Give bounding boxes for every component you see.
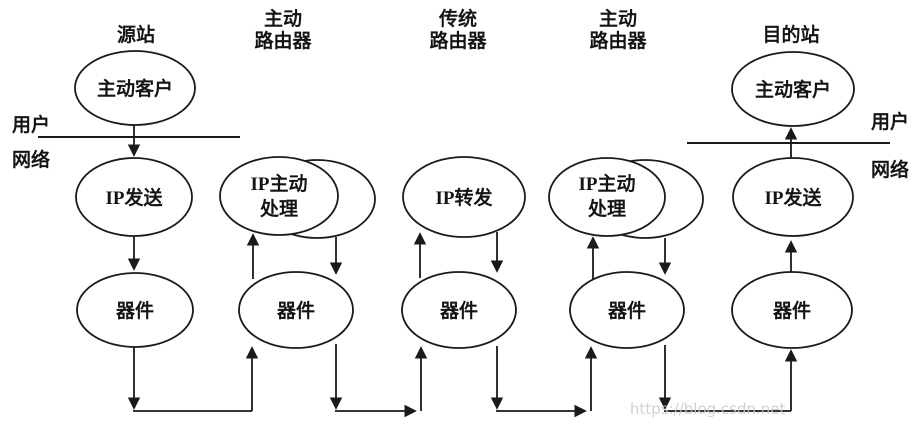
label-network-right: 网络: [871, 158, 909, 181]
node-device-source: [76, 272, 194, 348]
node-device-legacy-router-label: 器件: [439, 299, 478, 322]
node-active-client-source-label: 主动客户: [97, 77, 173, 100]
node-active-client-destination-label: 主动客户: [755, 78, 831, 101]
label-user-right: 用户: [871, 110, 909, 133]
node-ip-active-processing-1: [219, 156, 339, 236]
column-title-active-router-2-line2: 路由器: [589, 29, 647, 52]
node-ip-forwarding-label: IP转发: [435, 186, 493, 209]
column-title-destination: 目的站: [762, 23, 819, 46]
column-title-active-router-2-line1: 主动: [599, 8, 637, 30]
node-device-legacy-router: [401, 271, 517, 349]
node-device-destination: [731, 271, 853, 349]
label-network-left: 网络: [12, 148, 50, 171]
node-ip-active-processing-2-label-line2: 处理: [587, 197, 626, 220]
column-title-active-router-1-line2: 路由器: [254, 29, 312, 52]
node-device-source-label: 器件: [115, 299, 154, 322]
node-ip-active-processing-1-label-line2: 处理: [259, 197, 298, 220]
node-ip-active-processing-1-label-line1: IP主动: [250, 173, 307, 195]
node-device-active-router-1-label: 器件: [276, 299, 315, 322]
node-ip-forwarding: [402, 156, 526, 238]
node-ip-send-source-label: IP发送: [105, 186, 163, 209]
node-ip-send-destination-label: IP发送: [764, 186, 822, 209]
node-ip-send-destination: [732, 157, 854, 237]
node-device-active-router-1: [238, 271, 354, 349]
label-user-left: 用户: [12, 113, 50, 136]
node-ip-active-processing-2-label-line1: IP主动: [578, 173, 635, 195]
column-title-legacy-router-line1: 传统: [438, 7, 477, 30]
node-device-active-router-2-label: 器件: [607, 299, 646, 322]
node-active-client-destination: [731, 51, 855, 127]
node-device-active-router-2: [569, 271, 685, 349]
node-device-destination-label: 器件: [772, 299, 811, 322]
column-title-source: 源站: [117, 23, 155, 46]
node-ip-active-processing-2: [548, 157, 666, 237]
column-title-active-router-1-line1: 主动: [264, 8, 302, 30]
node-active-client-source: [74, 50, 196, 126]
column-title-legacy-router-line2: 路由器: [429, 29, 487, 52]
